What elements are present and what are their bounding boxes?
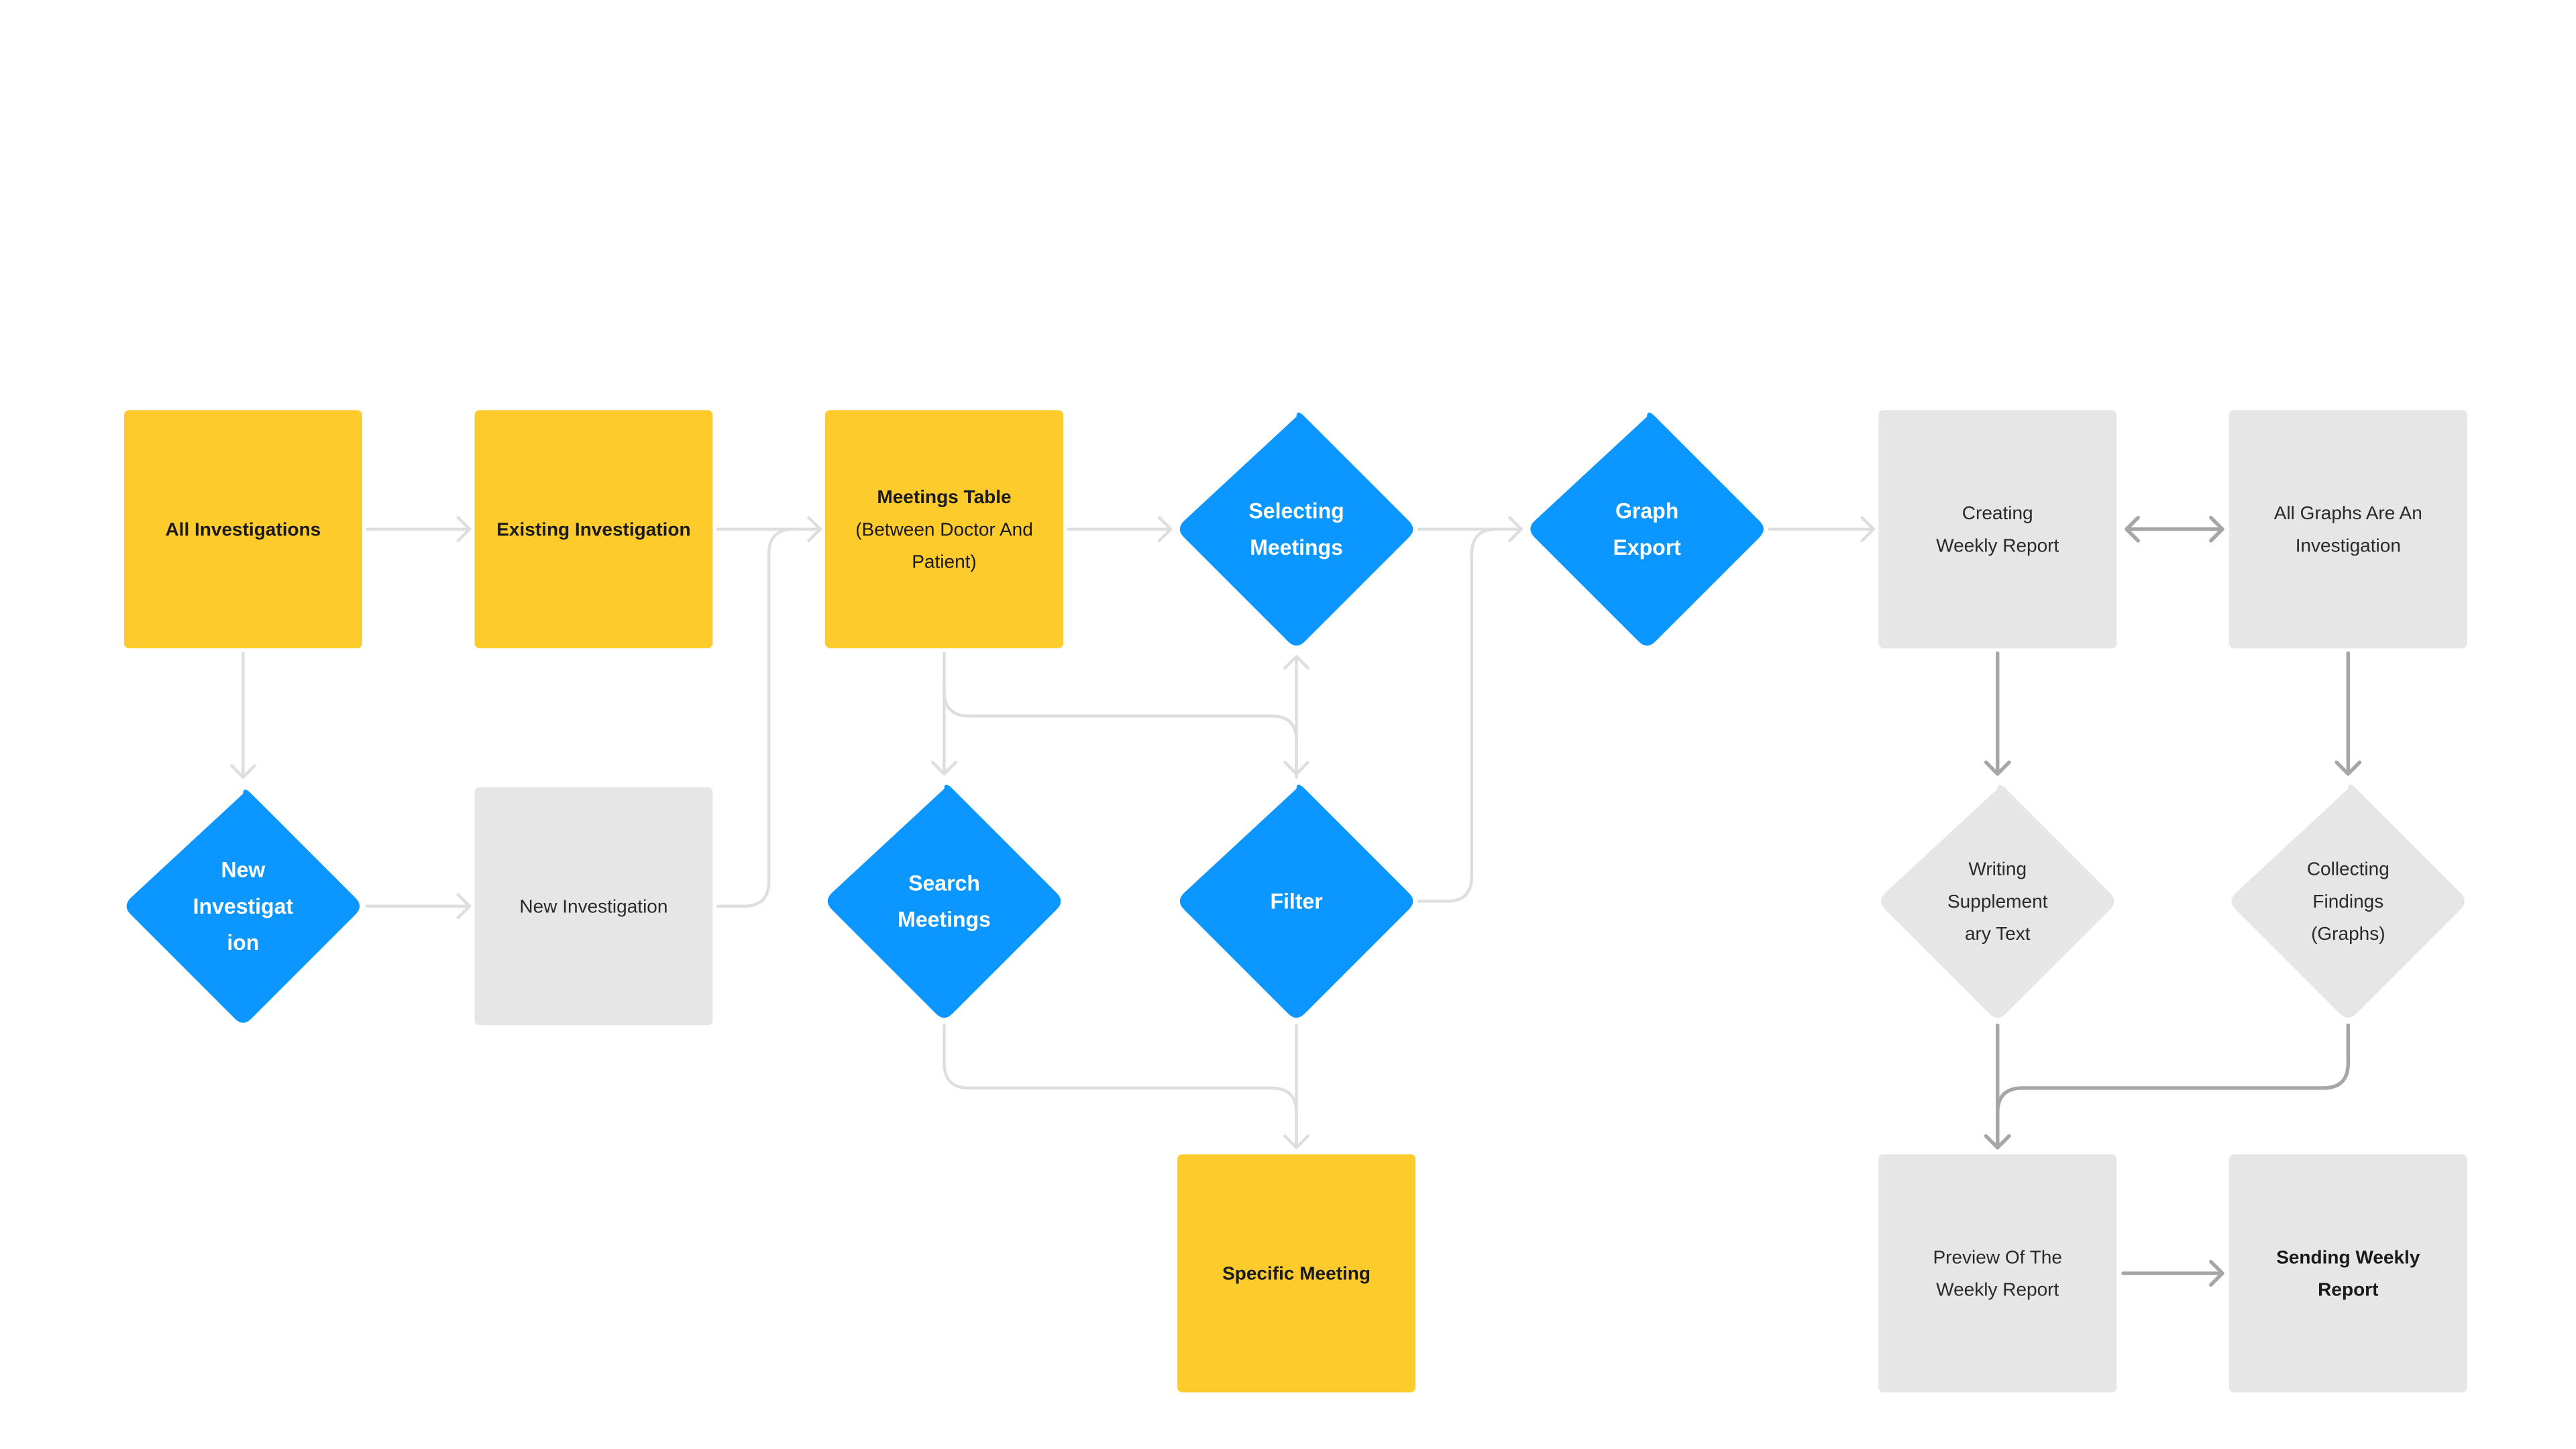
node-writing-supplementary-shape	[1880, 784, 2114, 1018]
arrowhead	[2334, 760, 2362, 776]
node-selecting-meetings-label: Selecting	[1248, 499, 1344, 523]
node-search-meetings-label: Meetings	[898, 908, 991, 932]
arrow-meetings-to-filter	[943, 690, 1298, 775]
node-writing-supplementary-label: ary Text	[1965, 923, 2031, 944]
node-new-investigation-decision-shape	[126, 790, 360, 1023]
arrowhead	[1283, 655, 1310, 670]
node-filter-label: Filter	[1270, 889, 1322, 913]
node-meetings-table-label: Meetings Table	[877, 486, 1011, 507]
arrowhead	[1984, 760, 2011, 776]
node-writing-supplementary-label: Writing	[1968, 859, 2027, 879]
node-preview-weekly-report-label: Preview Of The	[1933, 1246, 2061, 1267]
node-graph-export-shape	[1530, 413, 1764, 646]
node-search-meetings-label: Search	[908, 871, 980, 895]
node-collecting-findings-label: Collecting	[2307, 859, 2390, 879]
node-meetings-table-label: (Between Doctor And	[855, 519, 1033, 539]
node-filter: Filter	[1179, 784, 1413, 1018]
node-preview-weekly-report-shape	[1878, 1154, 2117, 1393]
node-graph-export-label: Graph	[1615, 499, 1678, 523]
node-specific-meeting: Specific Meeting	[1177, 1154, 1416, 1393]
node-specific-meeting-shape	[1177, 1154, 1416, 1393]
node-existing-investigation-label: Existing Investigation	[496, 519, 690, 539]
arrowhead	[1283, 1134, 1310, 1149]
arrowhead	[456, 893, 472, 920]
node-preview-weekly-report-label: Weekly Report	[1936, 1279, 2059, 1300]
node-sending-weekly-report-label: Report	[2318, 1279, 2378, 1300]
arrowhead	[2208, 1260, 2224, 1287]
node-new-investigation-decision-label: New	[221, 858, 265, 882]
node-sending-weekly-report-label: Sending Weekly	[2276, 1246, 2420, 1267]
node-all-graphs: All Graphs Are An Investigation	[2229, 410, 2467, 649]
arrowhead	[2125, 515, 2140, 543]
arrowhead	[229, 764, 256, 779]
node-all-investigations-label: All Investigations	[165, 519, 321, 539]
arrowhead	[2208, 515, 2224, 543]
node-selecting-meetings-shape	[1179, 413, 1413, 646]
node-meetings-table: Meetings Table (Between Doctor AndPatient…	[825, 410, 1063, 649]
node-new-investigation: New Investigation	[474, 787, 713, 1026]
node-all-graphs-shape	[2229, 410, 2467, 649]
node-graph-export-label: Export	[1613, 535, 1681, 559]
node-specific-meeting-label: Specific Meeting	[1222, 1263, 1371, 1284]
node-existing-investigation: Existing Investigation	[474, 410, 713, 649]
node-new-investigation-decision-label: Investigat	[193, 894, 294, 918]
node-filter-shape	[1179, 784, 1413, 1018]
node-all-investigations: All Investigations	[123, 410, 362, 649]
connectors	[229, 515, 2362, 1287]
arrowhead	[456, 516, 472, 543]
node-new-investigation-label: New Investigation	[519, 896, 667, 916]
arrow-search-to-specific	[943, 1024, 1298, 1149]
arrowhead	[931, 761, 957, 775]
node-all-investigations-shape	[123, 410, 362, 649]
node-meetings-table-label: Patient)	[912, 551, 977, 572]
node-sending-weekly-report-shape	[2229, 1154, 2467, 1393]
arrowhead	[1157, 516, 1173, 543]
nodes: All Investigations Existing Investigation…	[123, 410, 2467, 1393]
node-search-meetings-shape	[827, 784, 1061, 1018]
node-existing-investigation-shape	[474, 410, 713, 649]
node-collecting-findings-label: Findings	[2312, 891, 2383, 912]
node-creating-weekly-report-label: Weekly Report	[1936, 535, 2059, 555]
arrowhead	[1860, 516, 1876, 543]
arrow-newinv-to-meetings	[716, 527, 822, 908]
node-all-graphs-label: All Graphs Are An	[2274, 502, 2422, 523]
node-creating-weekly-report-shape	[1878, 410, 2117, 649]
node-creating-weekly-report-label: Creating	[1962, 502, 2033, 523]
node-all-graphs-label: Investigation	[2296, 535, 2401, 555]
node-new-investigation-shape	[474, 787, 713, 1026]
node-collecting-findings-label: (Graphs)	[2311, 923, 2385, 944]
arrow-filter-to-graph	[1417, 527, 1523, 903]
node-new-investigation-decision-label: ion	[227, 930, 259, 955]
node-meetings-table-shape	[825, 410, 1063, 649]
node-writing-supplementary-label: Supplement	[1947, 891, 2048, 912]
node-collecting-findings-shape	[2231, 784, 2465, 1018]
node-selecting-meetings-label: Meetings	[1250, 535, 1343, 559]
arrow-collecting-to-preview	[1996, 1023, 2351, 1150]
